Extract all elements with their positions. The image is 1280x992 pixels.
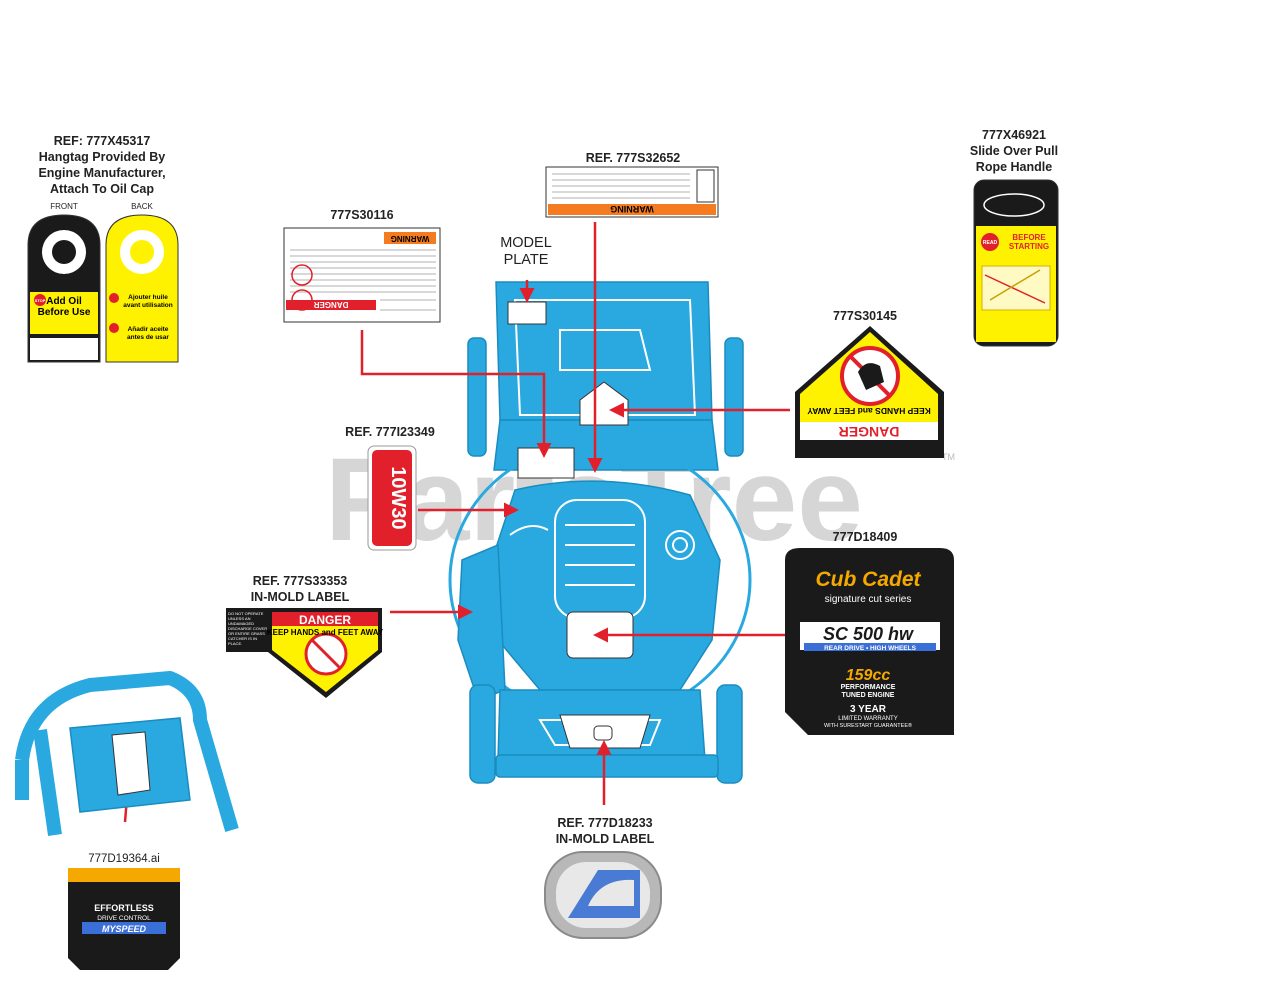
hangtag-front-text: Add Oil Before Use [37,296,91,318]
warning-decal [283,227,441,323]
brand-ref: 777D18409 [832,530,898,544]
warning-label-ref: REF. 777S32652 [585,151,681,165]
inmold-danger-line: KEEP HANDS and FEET AWAY [267,628,384,637]
oil-ref: REF. 777I23349 [345,425,435,439]
hangtag-front [27,214,101,363]
warning-label-banner: WARNING [610,204,654,214]
warning-spot [517,447,575,479]
model-plate-spot [507,301,547,325]
brand-cc: 159cc [846,667,891,684]
rope-handle-before: BEFORE STARTING [1008,233,1050,251]
myspeed-line3: MYSPEED [102,924,147,934]
rope-handle-desc: Slide Over Pull Rope Handle [969,144,1059,174]
brand-drive: REAR DRIVE • HIGH WHEELS [824,645,917,652]
handle-decal-spot [111,731,151,796]
warning-decal-danger: DANGER [313,300,348,309]
warning-decal-banner: WARNING [391,234,430,243]
watermark-tm: TM [942,452,955,462]
model-plate-label: MODEL PLATE [500,235,552,268]
brand-warranty: 3 YEAR [850,704,887,715]
danger-hands-ref: 777S30145 [833,309,897,323]
zero-turn-badge [544,851,662,939]
rope-handle-read: READ [983,240,998,246]
hangtag-back-text2: Añadir aceite antes de usar [127,326,169,341]
brand-model: SC 500 hw [823,624,914,644]
rope-handle-tag [973,179,1059,347]
oil-tag [367,445,417,551]
engine-detail [509,299,697,746]
hangtag-ref: REF: 777X45317 [53,134,151,148]
arrow-warning-decal [360,330,552,458]
handle-illustration [15,671,239,836]
myspeed-line2: DRIVE CONTROL [97,915,151,922]
danger-hands-title: DANGER [839,424,900,440]
warning-decal-ref: 777S30116 [330,208,394,222]
danger-hands-line: KEEP HANDS and FEET AWAY [807,406,931,416]
hangtag-stop: STOP [35,298,46,303]
hangtag-back-label: BACK [131,202,153,211]
danger-hands-decal [795,326,944,458]
badge-sub: IN-MOLD LABEL [555,832,655,846]
hangtag-front-label: FRONT [50,202,78,211]
inmold-danger-ref: REF. 777S33353 [252,574,348,588]
inmold-danger-decal [226,608,382,698]
hangtag-back-text: Ajouter huile avant utilisation [123,294,173,309]
brand-series: signature cut series [825,594,912,605]
hangtag-back [105,214,179,363]
brand-warranty-3: WITH SURESTART GUARANTEE® [824,722,912,729]
brand-warranty-2: LIMITED WARRANTY [838,716,897,722]
hangtag-desc: Hangtag Provided By Engine Manufacturer,… [38,150,166,196]
inmold-danger-title: DANGER [299,613,351,627]
brand-engine-2: TUNED ENGINE [842,692,895,699]
brand-engine-1: PERFORMANCE [841,684,896,691]
inmold-danger-side: DO NOT OPERATE UNLESS AN UNDAMAGED DISCH… [228,611,268,646]
badge-ref: REF. 777D18233 [557,816,653,830]
myspeed-decal [68,868,180,970]
rope-handle-ref: 777X46921 [982,128,1046,142]
brand-decal [785,548,954,735]
warning-label [545,166,719,218]
myspeed-file: 777D19364.ai [88,853,160,865]
myspeed-line1: EFFORTLESS [94,903,154,913]
oil-grade: 10W30 [387,466,409,529]
inmold-danger-sub: IN-MOLD LABEL [250,590,350,604]
brand-logo: Cub Cadet [816,568,922,591]
